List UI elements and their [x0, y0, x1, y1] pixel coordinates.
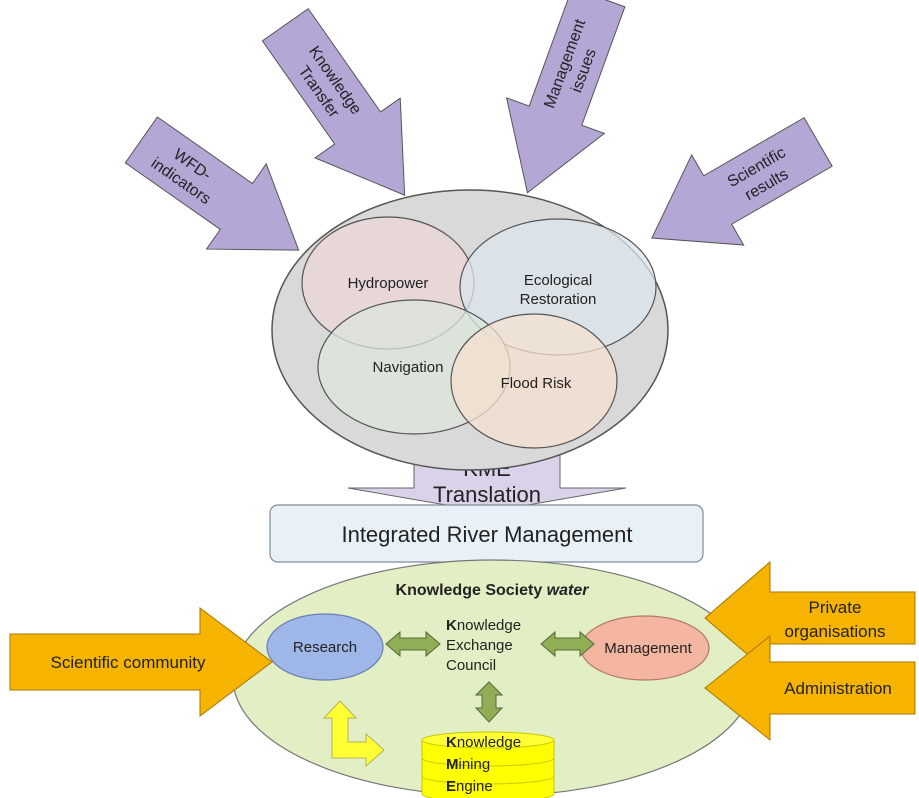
ecological-label-1: Ecological: [524, 272, 592, 289]
council-line-2: Exchange: [446, 637, 513, 654]
scientific-community-arrow: Scientific community: [9, 607, 273, 717]
feedback-bent-arrow-icon: [322, 700, 385, 768]
knowledge-mining-engine: Knowledge Mining Engine: [421, 731, 555, 798]
knowledge-exchange-council: Knowledge Exchange Council: [446, 617, 521, 674]
council-line-3: Council: [446, 657, 496, 674]
knowledge-society-title: Knowledge Society water: [396, 582, 590, 599]
integrated-river-management-label: Integrated River Management: [341, 522, 632, 547]
engine-line-3: Engine: [446, 778, 493, 795]
administration-arrow: Administration: [704, 634, 916, 742]
private-label-1: Private: [809, 598, 862, 617]
management-issues-arrow: Management issues: [505, 0, 626, 194]
wfd-indicators-arrow: WFD- indicators: [124, 116, 300, 251]
scientific-community-label: Scientific community: [51, 653, 206, 672]
translation-label: Translation: [433, 482, 541, 507]
research-ellipse: [266, 613, 384, 681]
council-line-1: Knowledge: [446, 617, 521, 634]
administration-label: Administration: [784, 679, 892, 698]
flood-risk-circle: [450, 313, 618, 449]
engine-line-2: Mining: [446, 756, 490, 773]
engine-line-1: Knowledge: [446, 734, 521, 751]
council-management-double-arrow: [540, 630, 595, 658]
private-label-2: organisations: [784, 622, 885, 641]
research-label: Research: [293, 639, 357, 656]
management-label: Management: [604, 640, 692, 657]
ecological-label-2: Restoration: [520, 291, 597, 308]
research-council-double-arrow: [385, 630, 441, 658]
hydropower-label: Hydropower: [348, 275, 429, 292]
council-engine-double-arrow: [474, 681, 504, 723]
navigation-label: Navigation: [373, 359, 444, 376]
flood-risk-label: Flood Risk: [501, 375, 572, 392]
scientific-results-arrow: Scientific results: [651, 117, 833, 246]
